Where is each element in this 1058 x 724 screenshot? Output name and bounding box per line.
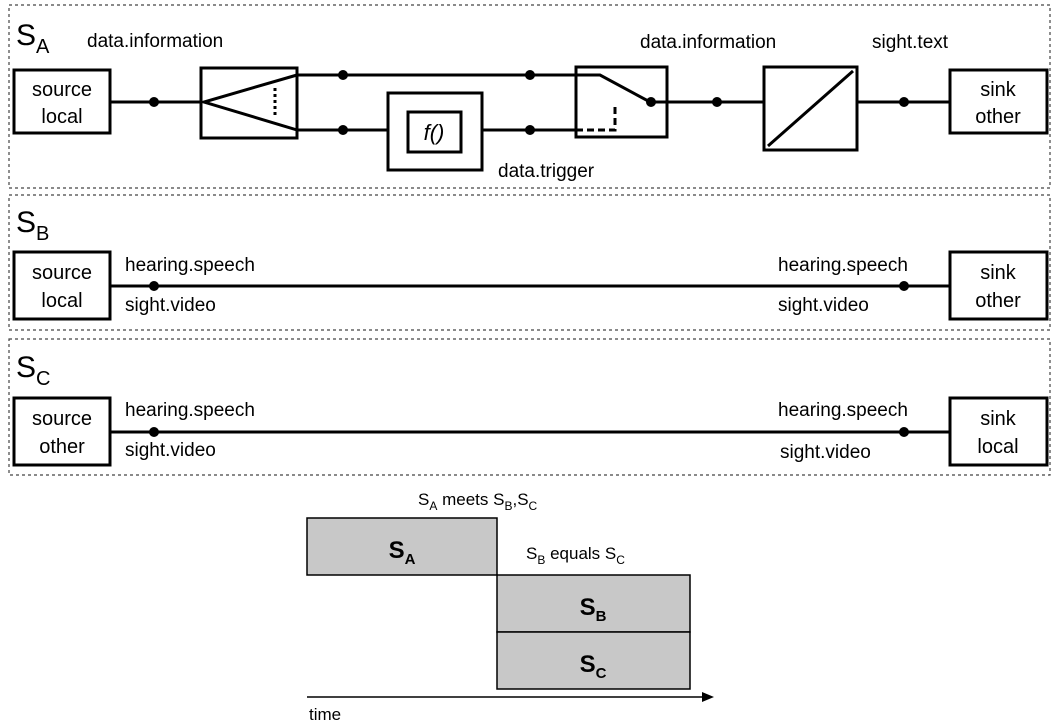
node-dot <box>899 281 909 291</box>
sink-label-line2: other <box>975 290 1021 312</box>
sink-box <box>948 396 1049 467</box>
right-sight-video-label: sight.video <box>778 295 869 316</box>
sink-box <box>948 68 1049 135</box>
node-dot <box>899 427 909 437</box>
node-dot <box>525 70 535 80</box>
splitter-icon <box>198 73 298 132</box>
source-box <box>12 396 112 467</box>
function-label: f() <box>424 120 445 145</box>
source-box <box>12 250 112 321</box>
source-label-line2: other <box>39 436 85 458</box>
panel-sb: SB source local sink other hearing.speec… <box>8 194 1051 331</box>
node-dot <box>899 97 909 107</box>
equals-annotation: SB equals SC <box>526 544 625 567</box>
node-dot <box>338 125 348 135</box>
source-label-line2: local <box>41 290 82 312</box>
bar-sa-label: SA <box>389 537 416 568</box>
data-information-label: data.information <box>640 32 776 53</box>
source-label-line1: source <box>32 79 92 101</box>
node-dot <box>149 97 159 107</box>
source-label-line1: source <box>32 408 92 430</box>
node-dot <box>149 281 159 291</box>
node-dot <box>149 427 159 437</box>
panel-sa-title: SA <box>16 19 50 58</box>
function-inner-box <box>406 110 463 154</box>
switch-trigger-line-icon <box>576 104 617 132</box>
panel-sc-title: SC <box>16 351 50 390</box>
bar-sb <box>496 574 691 633</box>
left-sight-video-label: sight.video <box>125 440 216 461</box>
source-label-line1: source <box>32 262 92 284</box>
sink-label-line2: other <box>975 106 1021 128</box>
sink-label-line1: sink <box>980 262 1017 284</box>
right-hearing-speech-label: hearing.speech <box>778 400 908 421</box>
bar-sc-label: SC <box>580 651 607 682</box>
bar-sa <box>306 517 498 576</box>
source-box <box>12 68 112 135</box>
sink-label-line1: sink <box>980 408 1017 430</box>
node-dot <box>712 97 722 107</box>
sight-text-label: sight.text <box>872 32 949 53</box>
left-hearing-speech-label: hearing.speech <box>125 400 255 421</box>
switch-icon <box>576 73 667 104</box>
node-dot <box>525 125 535 135</box>
data-trigger-label: data.trigger <box>498 161 595 182</box>
bar-sc <box>496 631 691 690</box>
sink-box <box>948 250 1049 321</box>
converter-diagonal-icon <box>767 69 854 148</box>
panel-sc-frame <box>8 338 1051 476</box>
sink-label-line1: sink <box>980 79 1017 101</box>
timeline: SA meets SB,SC SB equals SC SA SB SC tim… <box>306 490 714 724</box>
node-dot <box>338 70 348 80</box>
node-dot <box>646 97 656 107</box>
right-hearing-speech-label: hearing.speech <box>778 255 908 276</box>
panel-sb-title: SB <box>16 206 49 245</box>
source-label-line2: local <box>41 106 82 128</box>
sink-label-line2: local <box>977 436 1018 458</box>
meets-annotation: SA meets SB,SC <box>418 490 538 513</box>
right-sight-video-label: sight.video <box>780 442 871 463</box>
panel-sa: SA data.information source local f() sin… <box>8 4 1051 189</box>
bar-sb-label: SB <box>580 594 607 625</box>
left-sight-video-label: sight.video <box>125 295 216 316</box>
panel-sa-data-information-label: data.information <box>87 31 223 52</box>
time-axis-label: time <box>309 705 341 724</box>
left-hearing-speech-label: hearing.speech <box>125 255 255 276</box>
panel-sc: SC source other sink local hearing.speec… <box>8 338 1051 476</box>
time-arrow-icon <box>702 692 714 702</box>
